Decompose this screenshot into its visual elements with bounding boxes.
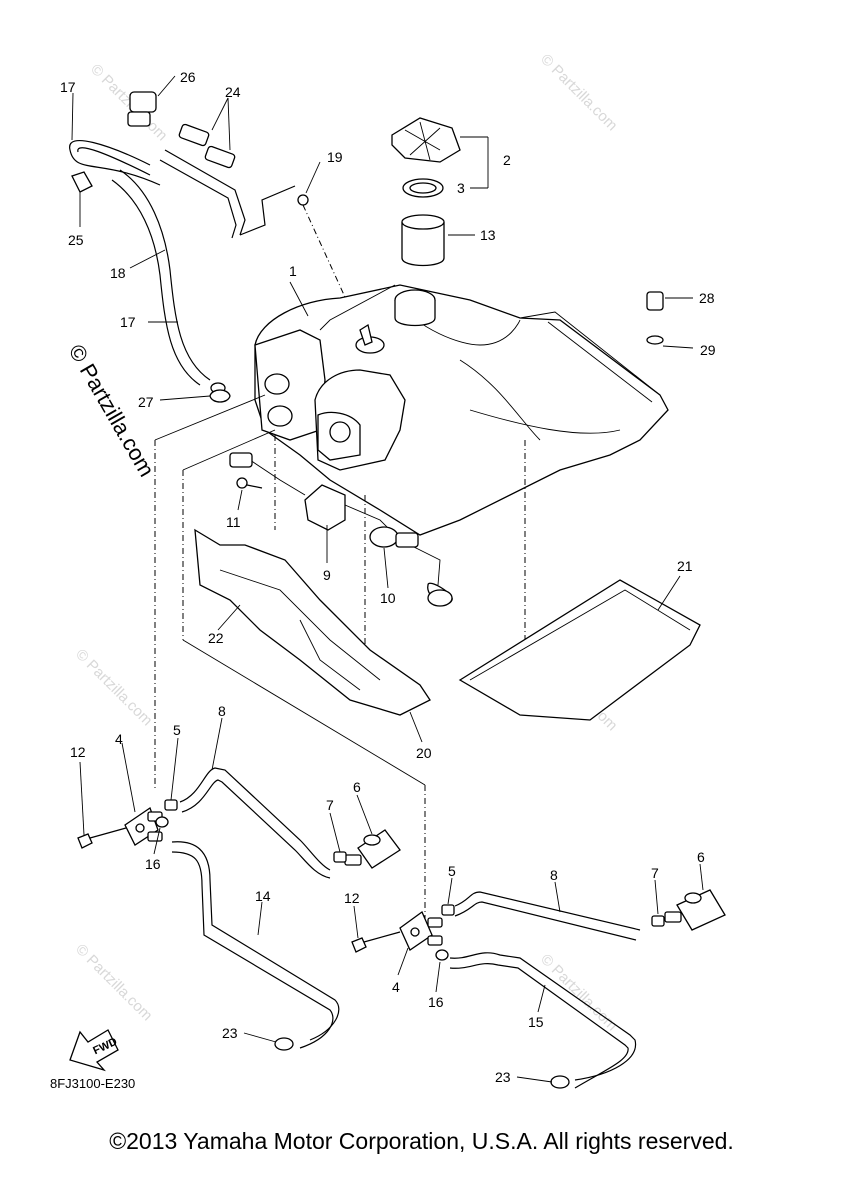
fwd-arrow-icon: FWD: [69, 1029, 119, 1072]
breather-hose-17: [69, 140, 296, 394]
strainer-13: [401, 214, 445, 267]
part-label: 27: [138, 394, 154, 410]
clip-16-left: [155, 816, 169, 828]
check-valve-24: [178, 123, 236, 169]
part-label: 22: [208, 630, 224, 646]
part-label: 16: [145, 856, 161, 872]
part-label: 6: [353, 779, 361, 795]
o-ring-10: [369, 526, 399, 548]
hose-8-right: [454, 891, 641, 941]
watermark-large: © Partzilla.com: [64, 340, 160, 481]
clip-23-right: [550, 1075, 570, 1089]
fuel-cap-2: [391, 117, 461, 163]
clamp-5-left: [164, 799, 178, 811]
part-label: 12: [70, 744, 86, 760]
part-label: 4: [115, 731, 123, 747]
hose-8-left: [179, 767, 331, 879]
part-label: 26: [180, 69, 196, 85]
part-label: 23: [222, 1025, 238, 1041]
part-label: 3: [457, 180, 465, 196]
clamp-5-right: [441, 904, 455, 916]
part-label: 7: [326, 797, 334, 813]
part-label: 8: [550, 867, 558, 883]
part-label: 18: [110, 265, 126, 281]
cap-nut-28: [646, 291, 664, 311]
clamp-25: [71, 171, 93, 193]
leader-lines: [71, 75, 704, 1083]
part-label: 23: [495, 1069, 511, 1085]
guide-lines: [154, 394, 526, 920]
hose-14: [171, 841, 340, 1049]
part-label: 20: [416, 745, 432, 761]
clip-27: [209, 389, 231, 403]
part-label: 19: [327, 149, 343, 165]
part-label: 1: [289, 263, 297, 279]
part-label: 29: [700, 342, 716, 358]
clip-16-right: [435, 949, 449, 961]
clip-23-left: [274, 1037, 294, 1051]
hose-15: [449, 952, 637, 1089]
washer-29: [646, 335, 664, 345]
part-label: 9: [323, 567, 331, 583]
fuel-cock-4-right: [399, 910, 443, 951]
sender-connector: [395, 532, 419, 548]
part-labels: 1 2 3 4 5 6 7 8 9 10 11 12 13 14 15 16 1…: [60, 69, 716, 1085]
part-label: 12: [344, 890, 360, 906]
part-label: 16: [428, 994, 444, 1010]
part-label: 17: [120, 314, 136, 330]
clip-26: [127, 91, 157, 127]
part-label: 14: [255, 888, 271, 904]
part-label: 17: [60, 79, 76, 95]
watermark: © Partzilla.com: [537, 51, 620, 134]
clip-7-right: [651, 915, 665, 927]
watermark: © Partzilla.com: [72, 941, 155, 1024]
bolt-12-left: [77, 827, 127, 849]
parts-diagram: © Partzilla.com © Partzilla.com © Partzi…: [50, 51, 726, 1091]
part-label: 11: [226, 514, 241, 530]
bolt-12-right: [351, 931, 401, 953]
part-label: 28: [699, 290, 715, 306]
part-label: 7: [651, 865, 659, 881]
part-label: 15: [528, 1014, 544, 1030]
pad-21: [458, 579, 701, 721]
part-label: 4: [392, 979, 400, 995]
clip-7-left: [333, 851, 347, 863]
part-label: 25: [68, 232, 84, 248]
part-label: 2: [503, 152, 511, 168]
drawing-code: 8FJ3100-E230: [50, 1076, 135, 1091]
part-label: 10: [380, 590, 396, 606]
fuel-tank-1: [254, 284, 669, 536]
fuel-sender-9: [229, 452, 453, 607]
fuel-filter-6-left: [344, 829, 401, 869]
watermark: © Partzilla.com: [72, 646, 155, 729]
part-label: 24: [225, 84, 241, 100]
copyright-notice: ©2013 Yamaha Motor Corporation, U.S.A. A…: [109, 1128, 734, 1154]
watermark: © Partzilla.com: [537, 951, 620, 1034]
part-label: 5: [173, 722, 181, 738]
watermark: © Partzilla.com: [87, 61, 170, 144]
part-label: 8: [218, 703, 226, 719]
fuel-cock-4-left: [124, 806, 163, 846]
part-label: 13: [480, 227, 496, 243]
grommet-19: [297, 194, 309, 206]
part-label: 6: [697, 849, 705, 865]
part-label: 5: [448, 863, 456, 879]
screw-11: [236, 477, 248, 489]
part-label: 21: [677, 558, 693, 574]
fuel-filter-6-right: [664, 889, 726, 931]
